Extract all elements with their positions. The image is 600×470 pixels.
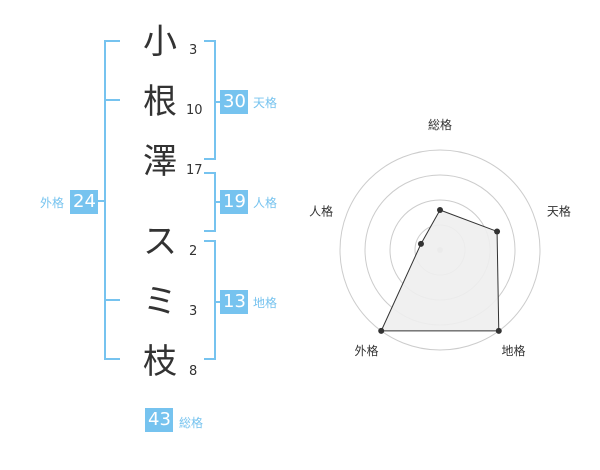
radar-point-3 — [495, 327, 502, 334]
chikaku-bracket-vertical — [214, 240, 216, 360]
stroke-count-1: 3 — [189, 43, 198, 58]
radar-point-5 — [417, 240, 424, 247]
radar-point-2 — [494, 228, 501, 235]
chikaku-label: 地格 — [253, 296, 278, 310]
radar-axis-label-4: 外格 — [355, 343, 379, 358]
gaikaku-label: 外格 — [40, 196, 65, 210]
name-char-1: 小 — [143, 22, 177, 62]
gaikaku-bracket-tick-2 — [104, 99, 120, 101]
radar-point-4 — [378, 327, 385, 334]
radar-point-1 — [437, 207, 443, 213]
name-char-5: ミ — [143, 282, 177, 322]
gaikaku-bracket-top — [104, 40, 120, 42]
radar-area — [380, 209, 500, 332]
radar-axis-label-3: 地格 — [501, 343, 525, 358]
gaikaku-connector — [97, 200, 106, 202]
radar-ring-4 — [339, 149, 541, 351]
name-char-4: ス — [143, 222, 177, 262]
tenkaku-bracket-bottom — [204, 158, 216, 160]
stroke-count-4: 2 — [189, 244, 198, 259]
name-char-2: 根 — [143, 82, 177, 122]
tenkaku-label: 天格 — [253, 96, 278, 110]
radar-axis-label-2: 天格 — [547, 203, 571, 218]
tenkaku-value-badge: 30 — [220, 90, 248, 114]
tenkaku-bracket-vertical — [214, 40, 216, 160]
tenkaku-connector — [214, 101, 222, 103]
jinkaku-connector — [214, 201, 222, 203]
stroke-count-5: 3 — [189, 304, 198, 319]
tenkaku-bracket-top — [204, 40, 216, 42]
stroke-count-3: 17 — [186, 163, 203, 178]
chikaku-bracket-top — [204, 240, 216, 242]
radar-axis-label-5: 人格 — [309, 203, 333, 218]
jinkaku-bracket-bottom — [204, 230, 216, 232]
jinkaku-value-badge: 19 — [220, 190, 248, 214]
gaikaku-bracket-bottom — [104, 358, 120, 360]
gaikaku-bracket-tick-5 — [104, 299, 120, 301]
jinkaku-label: 人格 — [253, 196, 278, 210]
name-char-3: 澤 — [143, 142, 177, 182]
stroke-count-6: 8 — [189, 364, 198, 379]
gaikaku-value-badge: 24 — [70, 190, 98, 214]
name-char-6: 枝 — [143, 342, 177, 382]
soukaku-label: 総格 — [179, 416, 204, 430]
chikaku-bracket-bottom — [204, 358, 216, 360]
chikaku-connector — [214, 301, 222, 303]
stroke-count-2: 10 — [186, 103, 203, 118]
chikaku-value-badge: 13 — [220, 290, 248, 314]
radar-axis-label-1: 総格 — [428, 117, 452, 132]
soukaku-value-badge: 43 — [145, 408, 173, 432]
jinkaku-bracket-top — [204, 172, 216, 174]
